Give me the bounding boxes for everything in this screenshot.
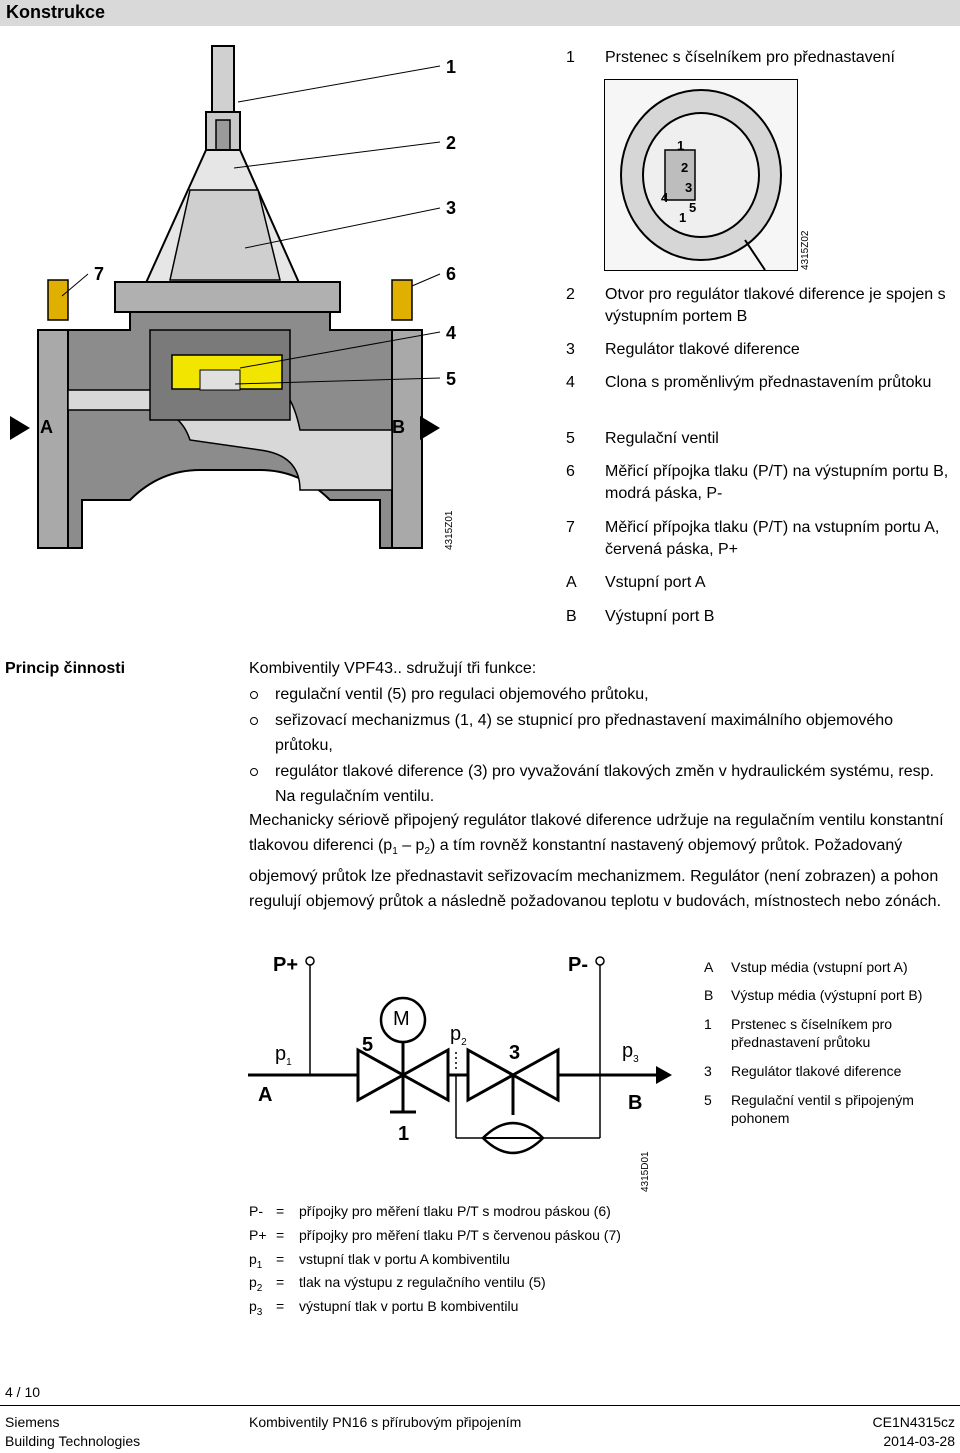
legend-num: 3: [566, 341, 575, 358]
dial-number-1: 1: [677, 138, 685, 153]
callout-6: 6: [446, 264, 457, 284]
schema-p2: p2: [450, 1023, 467, 1048]
section-title: Konstrukce: [6, 2, 106, 22]
schema-label-5: 5: [362, 1034, 374, 1056]
schema-label-3: 3: [509, 1042, 521, 1064]
schema-label-a: A: [258, 1084, 273, 1106]
principle-heading: Princip činnosti: [5, 660, 126, 677]
legend2-key: B: [704, 987, 714, 1003]
dial-number-5: 5: [689, 200, 697, 215]
footer-company: Siemens: [5, 1414, 60, 1430]
footer-division: Building Technologies: [5, 1433, 141, 1449]
dial-number-3: 3: [685, 180, 693, 195]
legend-num: 4: [566, 374, 575, 391]
schema-id: 4315D01: [640, 1151, 651, 1192]
legend-text: Vstupní port A: [605, 574, 706, 591]
legend-num: 6: [566, 463, 575, 480]
hydraulic-schematic: [248, 956, 672, 1155]
legend-text: Clona s proměnlivým přednastavením průto…: [605, 374, 932, 391]
legend-text: Prstenec s číselníkem pro přednastavení: [605, 49, 895, 66]
footer-divider: [0, 1405, 960, 1406]
def-symbol: p2: [249, 1274, 263, 1294]
legend2-text: Prstenec s číselníkem pro přednastavení …: [731, 1016, 893, 1050]
legend-num: 5: [566, 430, 575, 447]
schema-p1: p1: [275, 1043, 292, 1068]
schema-p3: p3: [622, 1040, 639, 1065]
footer-doc-id: CE1N4315cz: [872, 1414, 956, 1430]
def-equals: =: [276, 1298, 285, 1314]
callout-7: 7: [94, 264, 105, 284]
legend2-text: Regulační ventil s připojeným pohonem: [731, 1092, 914, 1126]
legend-num: 1: [566, 49, 575, 66]
def-text: výstupní tlak v portu B kombiventilu: [299, 1298, 519, 1314]
legend2-key: 3: [704, 1063, 712, 1079]
dial-number-4: 4: [661, 190, 669, 205]
def-symbol: P+: [249, 1227, 267, 1243]
dial-illustration: [620, 89, 782, 270]
legend-text: Otvor pro regulátor tlakové diference je…: [605, 286, 946, 325]
figure-id-detail: 4315Z02: [800, 230, 811, 270]
legend-text: Regulační ventil: [605, 430, 719, 447]
legend-text: Regulátor tlakové diference: [605, 341, 800, 358]
callout-2: 2: [446, 133, 457, 153]
legend-text: Měřicí přípojka tlaku (P/T) na vstupním …: [605, 519, 940, 558]
dial-number-2: 2: [681, 160, 689, 175]
port-b-label: B: [392, 417, 405, 437]
dial-number-6: 1: [679, 210, 687, 225]
page-number: 4 / 10: [5, 1384, 41, 1400]
legend2-text: Regulátor tlakové diference: [731, 1063, 902, 1079]
legend-text: Měřicí přípojka tlaku (P/T) na výstupním…: [605, 463, 949, 502]
legend2-key: 1: [704, 1016, 712, 1032]
def-text: vstupní tlak v portu A kombiventilu: [299, 1251, 510, 1267]
def-symbol: p3: [249, 1298, 263, 1318]
callout-1: 1: [446, 57, 457, 77]
legend-num: 2: [566, 286, 575, 303]
principle-paragraph: Mechanicky sériově připojený regulátor t…: [249, 812, 944, 911]
def-equals: =: [276, 1274, 285, 1290]
footer-date: 2014-03-28: [883, 1433, 955, 1449]
section-header-bar: [0, 0, 960, 26]
dial-detail-figure: 1 2 3 4 5 1: [604, 79, 798, 271]
legend2-key: A: [704, 959, 714, 975]
legend2-text: Výstup média (výstupní port B): [731, 987, 923, 1003]
def-equals: =: [276, 1203, 285, 1219]
callout-5: 5: [446, 369, 457, 389]
def-text: tlak na výstupu z regulačního ventilu (5…: [299, 1274, 546, 1290]
def-symbol: p1: [249, 1251, 263, 1271]
schema-motor-m: M: [393, 1008, 410, 1030]
schema-p-plus: P+: [273, 954, 299, 976]
valve-cutaway-figure: [10, 45, 441, 549]
def-equals: =: [276, 1227, 285, 1243]
port-a-label: A: [40, 417, 53, 437]
def-text: přípojky pro měření tlaku P/T s červenou…: [299, 1227, 621, 1243]
footer-product: Kombiventily PN16 s přírubovým připojení…: [249, 1414, 522, 1430]
principle-bullet: regulátor tlakové diference (3) pro vyva…: [250, 759, 955, 809]
def-equals: =: [276, 1251, 285, 1267]
figure-id-main: 4315Z01: [444, 510, 455, 550]
schema-label-1: 1: [398, 1123, 410, 1145]
def-symbol: P-: [249, 1203, 263, 1219]
principle-bullet: regulační ventil (5) pro regulaci objemo…: [250, 682, 955, 707]
legend-num: B: [566, 608, 577, 625]
def-text: přípojky pro měření tlaku P/T s modrou p…: [299, 1203, 611, 1219]
schema-label-b: B: [628, 1092, 643, 1114]
schema-p-minus: P-: [568, 954, 588, 976]
principle-intro: Kombiventily VPF43.. sdružují tři funkce…: [249, 660, 537, 677]
legend2-text: Vstup média (vstupní port A): [731, 959, 908, 975]
callout-3: 3: [446, 198, 457, 218]
legend-num: A: [566, 574, 577, 591]
principle-bullet: seřizovací mechanizmus (1, 4) se stupnic…: [250, 708, 935, 758]
legend2-key: 5: [704, 1092, 712, 1108]
legend-text: Výstupní port B: [605, 608, 715, 625]
legend-num: 7: [566, 519, 575, 536]
callout-4: 4: [446, 323, 457, 343]
